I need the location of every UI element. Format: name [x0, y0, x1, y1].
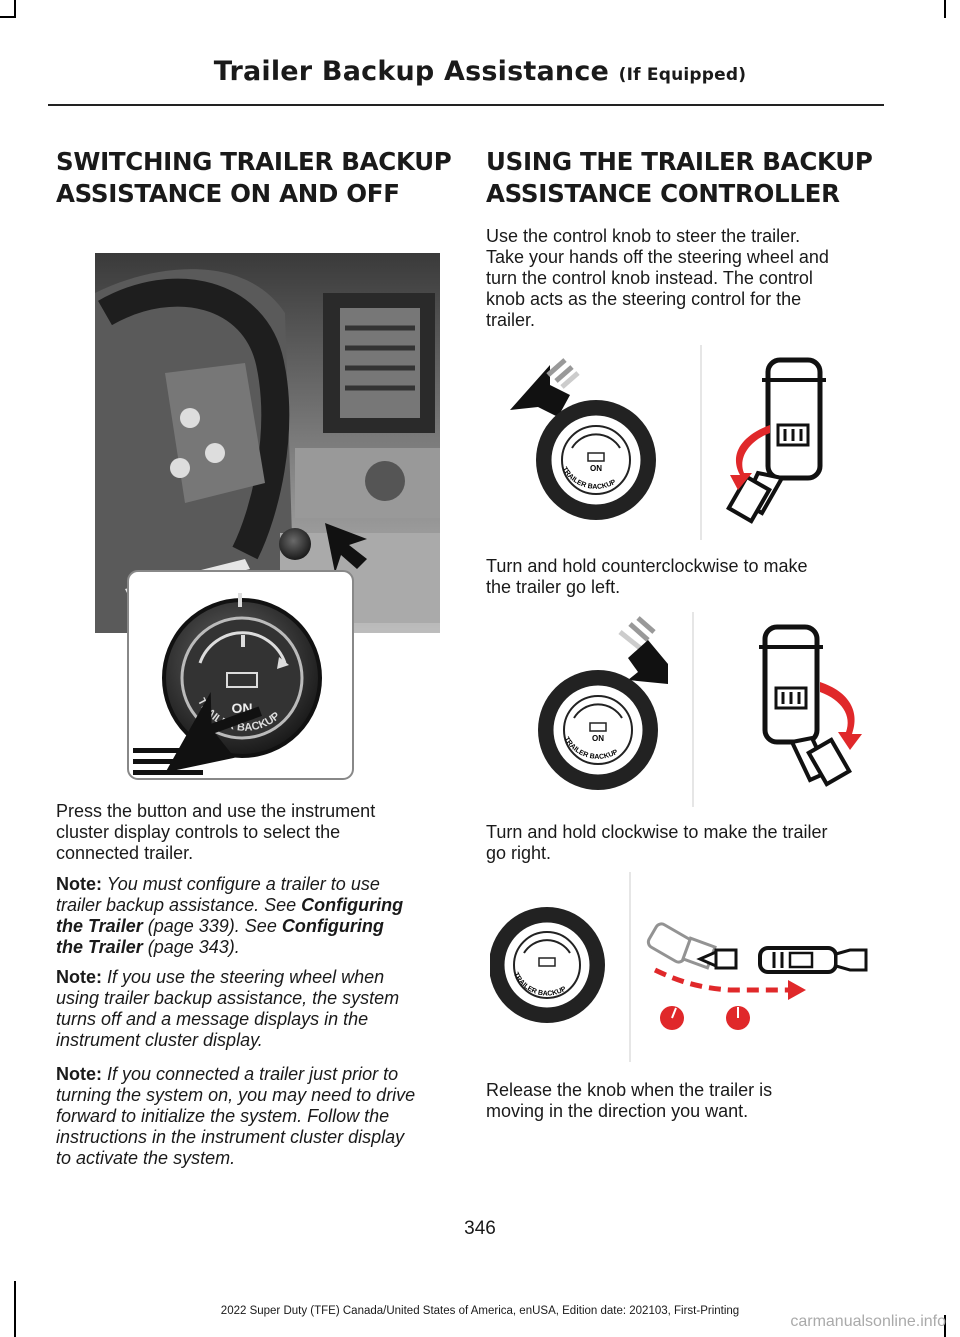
page-header: Trailer Backup Assistance (If Equipped)	[0, 56, 960, 87]
header-subtitle: (If Equipped)	[618, 65, 747, 85]
link-configuring-the-trailer[interactable]: Configuring	[281, 916, 384, 936]
header-rule	[48, 104, 884, 106]
note-configure-trailer: Note: You must configure a trailer to us…	[56, 874, 404, 957]
note-connected-trailer: Note: If you connected a trailer just pr…	[56, 1064, 416, 1168]
caption-counterclockwise: Turn and hold counterclockwise to make t…	[486, 556, 808, 597]
crop-mark	[14, 0, 16, 18]
crop-mark	[14, 1281, 16, 1337]
section-heading-using: USING THE TRAILER BACKUP ASSISTANCE CONT…	[486, 147, 873, 208]
section-heading-switching: SWITCHING TRAILER BACKUP ASSISTANCE ON A…	[56, 147, 452, 208]
footer-edition-info: 2022 Super Duty (TFE) Canada/United Stat…	[220, 1305, 740, 1317]
link-configuring-the-trailer[interactable]: the Trailer	[56, 916, 143, 936]
note-steering-wheel: Note: If you use the steering wheel when…	[56, 967, 400, 1050]
crop-mark	[0, 16, 16, 18]
header-title: Trailer Backup Assistance	[213, 56, 610, 87]
instruction-paragraph: Press the button and use the instrument …	[56, 801, 376, 863]
dashboard-button-figure: ON TRAILER BACKUP	[95, 253, 440, 780]
intro-paragraph: Use the control knob to steer the traile…	[486, 226, 829, 330]
caption-clockwise: Turn and hold clockwise to make the trai…	[486, 822, 828, 863]
release-knob-figure: TRAILER BACKUP	[490, 872, 868, 1062]
counterclockwise-figure: ON TRAILER BACKUP	[510, 345, 826, 540]
crop-mark	[944, 1315, 946, 1337]
page-number: 346	[464, 1218, 496, 1239]
link-configuring-the-trailer[interactable]: the Trailer	[56, 937, 143, 957]
watermark[interactable]: carmanualsonline.info	[790, 1313, 946, 1330]
caption-release: Release the knob when the trailer is mov…	[486, 1080, 773, 1121]
clockwise-figure: ON TRAILER BACKUP	[538, 612, 862, 807]
knob-on-label: ON	[592, 734, 604, 743]
link-configuring-the-trailer[interactable]: Configuring	[301, 895, 404, 915]
crop-mark	[944, 0, 946, 18]
knob-on-label: ON	[590, 464, 602, 473]
